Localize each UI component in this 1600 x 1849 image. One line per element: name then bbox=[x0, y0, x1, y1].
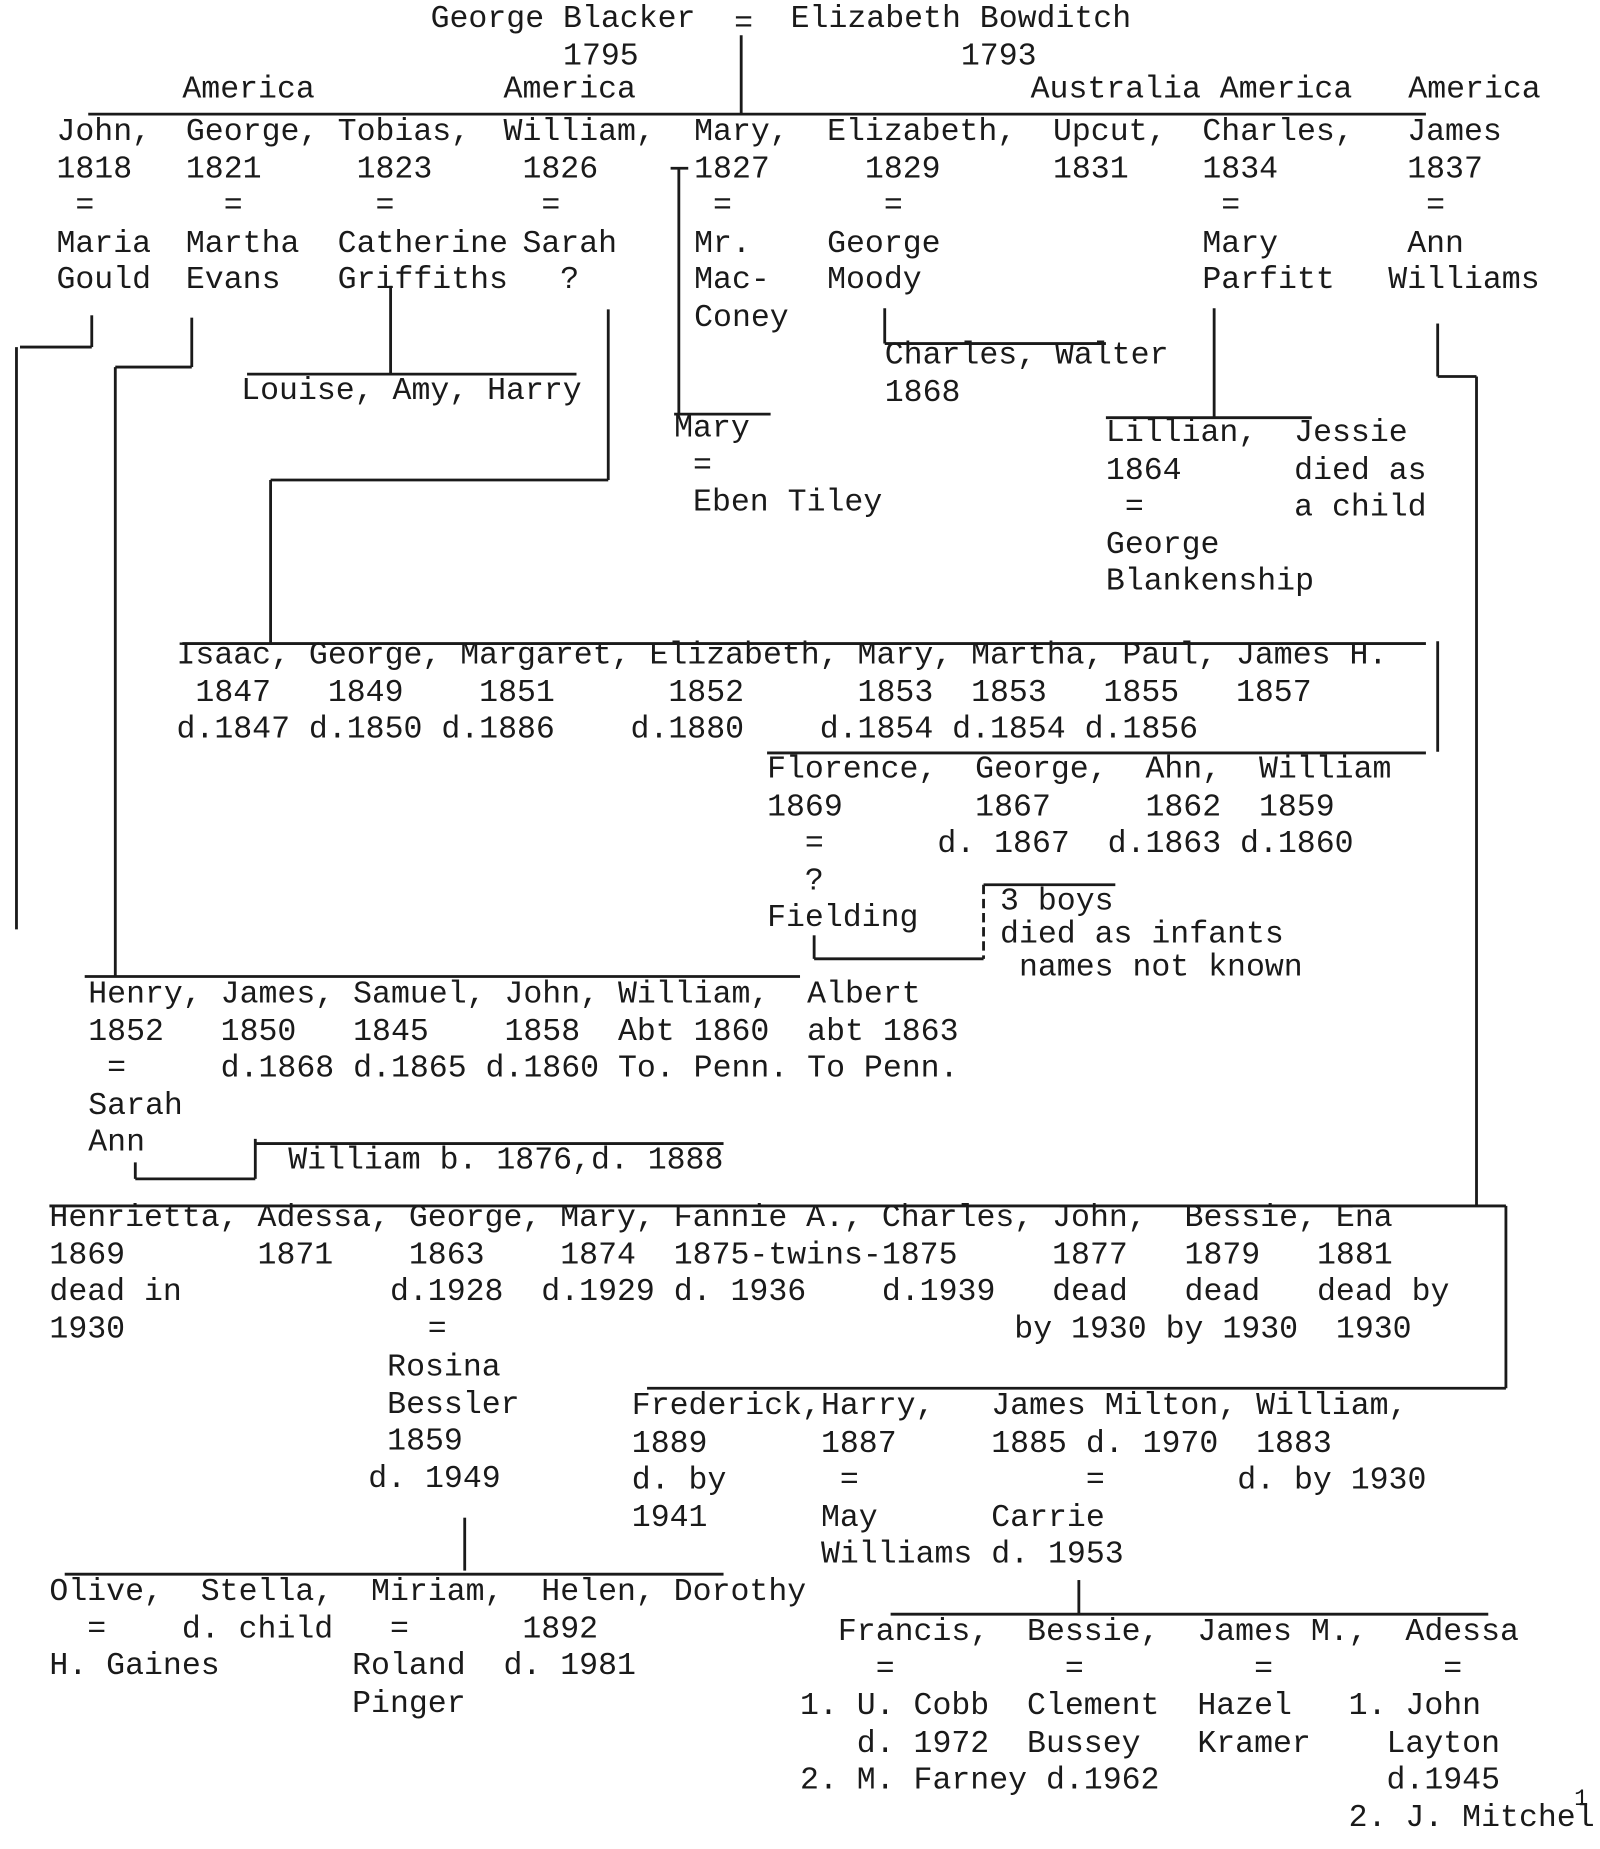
person-john-1818: John, 1818 = Maria Gould bbox=[56, 115, 152, 299]
label-america-william: America bbox=[503, 72, 636, 109]
elizabeth-children: Charles, Walter 1868 bbox=[884, 338, 1169, 412]
henry-child-william: William b. 1876,d. 1888 bbox=[288, 1143, 724, 1179]
person-jessie: Jessie died as a child bbox=[1294, 416, 1427, 526]
george-children: Henry, James, Samuel, John, William, Alb… bbox=[88, 977, 959, 1162]
person-charles-1834: Charles, 1834 = Mary Parfitt bbox=[1202, 115, 1354, 299]
mary-children: Mary = Eben Tiley bbox=[674, 411, 883, 522]
james-children-row1: Henrietta, Adessa, George, Mary, Fannie … bbox=[49, 1201, 1450, 1348]
person-elizabeth-1829: Elizabeth, 1829 = George Moody bbox=[827, 115, 1017, 299]
person-william-1826: William, 1826 = Sarah ? bbox=[503, 115, 655, 299]
james-milton-children: Francis, Bessie, James M., Adessa = = = … bbox=[800, 1615, 1595, 1836]
label-america-james: America bbox=[1408, 72, 1541, 109]
person-lillian-1864: Lillian, 1864 = George Blankenship bbox=[1105, 416, 1315, 601]
william-children-row1: Isaac, George, Margaret, Elizabeth, Mary… bbox=[176, 638, 1388, 749]
label-australia-america: Australia America bbox=[1030, 72, 1353, 109]
three-boys-note: 3 boys died as infants names not known bbox=[1000, 884, 1303, 986]
father-george-blacker: George Blacker 1795 bbox=[430, 2, 696, 75]
person-tobias-1823: Tobias, 1823 = Catherine Griffiths bbox=[337, 115, 508, 299]
marriage-sign: = bbox=[734, 7, 754, 43]
person-george-1821: George, 1821 = Martha Evans bbox=[185, 115, 319, 299]
person-mary-1827: Mary, 1827 = Mr. Mac- Coney bbox=[694, 115, 789, 336]
person-james-1837: James 1837 = Ann Williams bbox=[1388, 115, 1540, 299]
label-america-george: America bbox=[182, 72, 315, 109]
william-children-row2: Florence, George, Ahn, William 1869 1867… bbox=[767, 752, 1392, 937]
george-rosina-children: Olive, Stella, Miriam, Helen, Dorothy = … bbox=[49, 1575, 807, 1722]
james-children-row2: Frederick,Harry, James Milton, William, … bbox=[631, 1389, 1427, 1573]
person-upcut-1831: Upcut, 1831 bbox=[1052, 115, 1167, 188]
mother-elizabeth-bowditch: Elizabeth Bowditch 1793 bbox=[790, 2, 1132, 75]
page-number: 1 bbox=[1574, 1785, 1589, 1813]
george-spouse-rosina: Rosina Bessler 1859 d. 1949 bbox=[368, 1350, 520, 1498]
tobias-children: Louise, Amy, Harry bbox=[241, 374, 582, 410]
